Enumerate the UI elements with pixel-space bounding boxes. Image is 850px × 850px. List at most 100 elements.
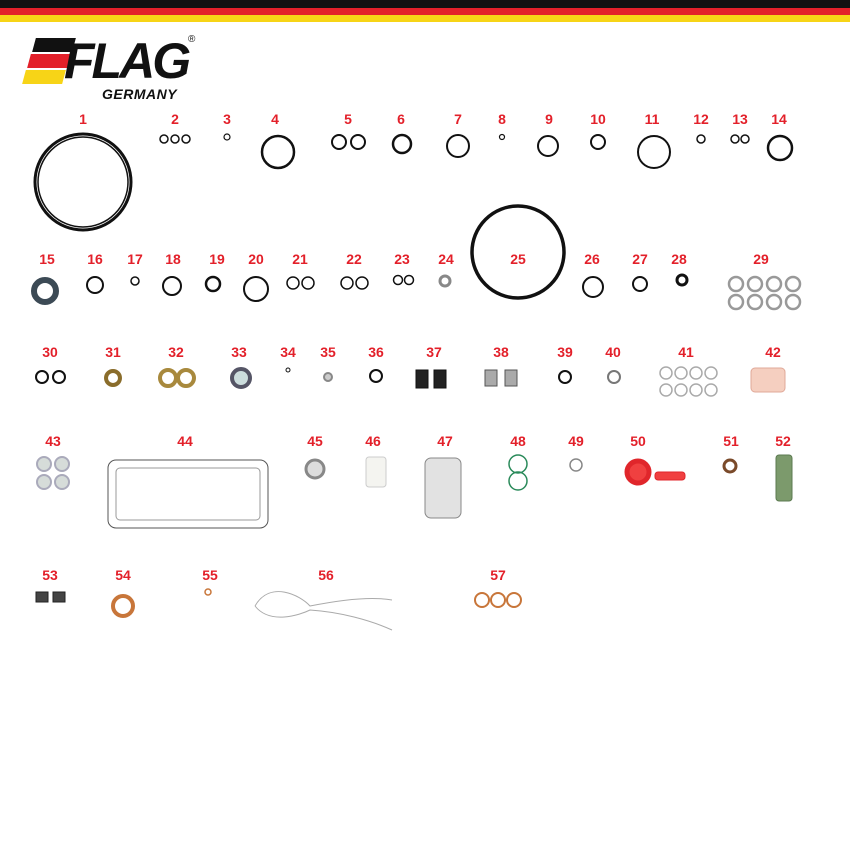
gasket-plate — [107, 459, 269, 529]
part-label-52: 52 — [775, 433, 791, 449]
o-ring-small — [170, 134, 180, 144]
part-label-45: 45 — [307, 433, 323, 449]
washer — [704, 383, 718, 397]
pin — [285, 367, 291, 373]
o-ring-small — [130, 276, 140, 286]
part-label-19: 19 — [209, 251, 225, 267]
part-label-49: 49 — [568, 433, 584, 449]
clip — [415, 369, 429, 389]
circlip — [558, 370, 572, 384]
o-ring-small — [181, 134, 191, 144]
o-ring-small — [159, 134, 169, 144]
lock-nut — [230, 367, 252, 389]
part-label-35: 35 — [320, 344, 336, 360]
washer — [689, 383, 703, 397]
o-ring-large — [33, 132, 133, 232]
part-label-12: 12 — [693, 111, 709, 127]
cap — [36, 474, 52, 490]
part-label-8: 8 — [498, 111, 506, 127]
clip — [504, 369, 518, 387]
o-ring — [637, 135, 671, 169]
copper-washer — [746, 275, 764, 293]
part-label-31: 31 — [105, 344, 121, 360]
o-ring-tiny — [498, 133, 506, 141]
part-label-17: 17 — [127, 251, 143, 267]
logo-registered: ® — [188, 34, 196, 45]
o-ring-thick — [675, 273, 689, 287]
copper-washer — [111, 594, 135, 618]
part-label-54: 54 — [115, 567, 131, 583]
part-label-15: 15 — [39, 251, 55, 267]
part-label-28: 28 — [671, 251, 687, 267]
o-ring — [391, 133, 413, 155]
lock-washer — [369, 369, 383, 383]
part-label-9: 9 — [545, 111, 553, 127]
lock-washer — [52, 370, 66, 384]
o-ring-large — [470, 204, 566, 300]
cap — [36, 456, 52, 472]
part-label-3: 3 — [223, 111, 231, 127]
part-label-57: 57 — [490, 567, 506, 583]
flag-stripe-red — [0, 8, 850, 15]
part-label-11: 11 — [644, 111, 660, 127]
part-label-4: 4 — [271, 111, 279, 127]
part-label-47: 47 — [437, 433, 453, 449]
logo-brand: FLAG — [64, 33, 191, 89]
washer — [689, 366, 703, 380]
circlip — [607, 370, 621, 384]
part-label-14: 14 — [771, 111, 787, 127]
flag-stripe-yellow — [0, 15, 850, 22]
o-ring — [537, 135, 559, 157]
insert — [35, 591, 49, 603]
o-ring-large-inner — [37, 136, 129, 228]
spring-clip — [508, 471, 528, 491]
copper-washer-small — [204, 588, 212, 596]
part-label-6: 6 — [397, 111, 405, 127]
sleeve — [365, 456, 387, 488]
o-ring-tiny — [223, 133, 231, 141]
filter-sleeve — [750, 367, 786, 393]
part-label-38: 38 — [493, 344, 509, 360]
o-ring — [590, 134, 606, 150]
part-label-18: 18 — [165, 251, 181, 267]
cap — [54, 474, 70, 490]
o-ring — [446, 134, 470, 158]
washer — [704, 366, 718, 380]
o-ring — [766, 134, 794, 162]
part-label-7: 7 — [454, 111, 462, 127]
part-label-26: 26 — [584, 251, 600, 267]
part-label-5: 5 — [344, 111, 352, 127]
sealing-washer — [158, 368, 178, 388]
insert — [52, 591, 66, 603]
part-label-23: 23 — [394, 251, 410, 267]
part-label-30: 30 — [42, 344, 58, 360]
copper-washer — [474, 592, 490, 608]
washer — [659, 383, 673, 397]
part-label-53: 53 — [42, 567, 58, 583]
copper-washer — [784, 275, 802, 293]
part-label-43: 43 — [45, 433, 61, 449]
part-label-2: 2 — [171, 111, 179, 127]
red-cap-tab — [654, 471, 686, 481]
o-ring — [204, 275, 222, 293]
o-ring — [355, 276, 369, 290]
part-label-33: 33 — [231, 344, 247, 360]
o-ring-small — [740, 134, 750, 144]
o-ring — [392, 274, 404, 286]
part-label-13: 13 — [732, 111, 748, 127]
o-ring — [331, 134, 347, 150]
copper-washer — [746, 293, 764, 311]
spring-clip — [508, 454, 528, 474]
copper-washer — [784, 293, 802, 311]
part-label-25: 25 — [510, 251, 526, 267]
o-ring — [632, 276, 648, 292]
part-label-39: 39 — [557, 344, 573, 360]
flag-stripe-black — [0, 0, 850, 8]
part-label-34: 34 — [280, 344, 296, 360]
part-label-44: 44 — [177, 433, 193, 449]
part-label-10: 10 — [590, 111, 606, 127]
ball — [323, 372, 333, 382]
part-label-46: 46 — [365, 433, 381, 449]
